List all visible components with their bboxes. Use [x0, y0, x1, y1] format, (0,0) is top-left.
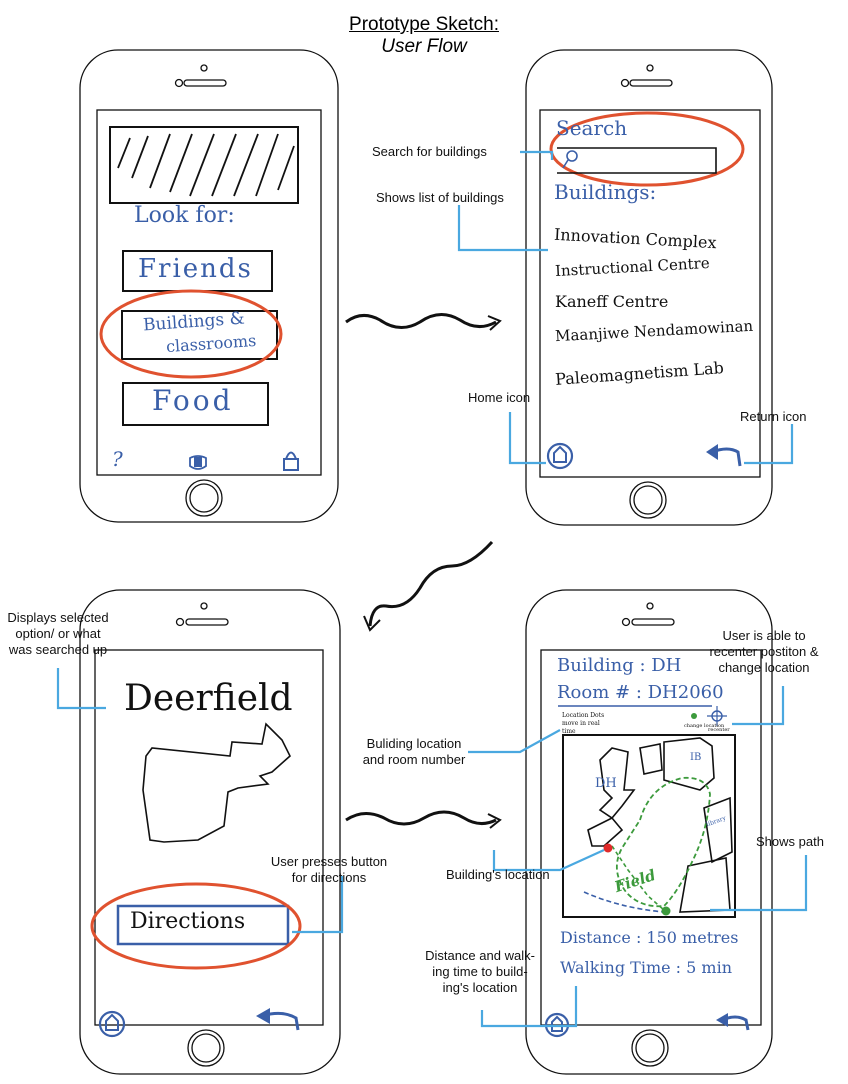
flow-arrow-1	[345, 313, 497, 329]
user-location-dot	[661, 906, 671, 916]
friends-button[interactable]: Friends	[138, 254, 253, 284]
screen-3-graphics	[90, 722, 302, 1038]
phone-3-body	[79, 589, 341, 1075]
food-button[interactable]: Food	[152, 384, 234, 417]
directions-button[interactable]: Directions	[130, 909, 246, 934]
callout-lines	[56, 150, 808, 1028]
title-line-2: User Flow	[381, 36, 467, 57]
annotation-recenter: User is able to recenter postiton & chan…	[709, 628, 819, 675]
selected-building-title: Deerfield	[124, 678, 293, 719]
building-label: Building : DH	[557, 655, 682, 676]
recenter-button[interactable]: recenter	[708, 727, 730, 733]
phone-4-home-button	[631, 1029, 669, 1067]
phone-1-body	[79, 49, 339, 523]
phone-1-screen	[96, 109, 322, 476]
flow-arrow-3	[345, 810, 497, 826]
home-icon-3	[98, 1010, 126, 1038]
annotation-displays: Displays selected option/ or what was se…	[7, 610, 109, 657]
look-for-heading: Look for:	[134, 203, 235, 228]
search-highlight	[549, 111, 745, 187]
buildings-highlight	[99, 289, 283, 379]
annotation-search: Search for buildings	[372, 144, 487, 159]
room-label: Room # : DH2060	[557, 682, 724, 703]
phone-frames	[79, 49, 773, 1075]
phone-4-screen	[540, 649, 762, 1026]
flow-arrow-2	[368, 540, 494, 627]
directions-highlight	[90, 882, 302, 970]
screen-1-graphics	[99, 126, 299, 471]
search-label: Search	[556, 116, 628, 140]
building-item[interactable]: Kaneff Centre	[555, 292, 669, 311]
annotation-distance: Distance and walk- ing time to build- in…	[425, 948, 535, 995]
annotation-list: Shows list of buildings	[376, 190, 504, 205]
flow-arrows	[345, 313, 502, 829]
buildings-heading: Buildings:	[554, 180, 657, 204]
annotation-home: Home icon	[468, 390, 531, 405]
map-frame	[562, 734, 736, 918]
distance-readout: Distance : 150 metres	[560, 928, 739, 947]
change-location-button[interactable]: change location	[684, 723, 725, 729]
food-button-outline	[122, 382, 269, 426]
building-location-dot	[603, 843, 613, 853]
screen-4-graphics	[544, 705, 750, 1038]
map-label-dh: DH	[595, 776, 617, 791]
annotation-path: Shows path	[756, 834, 824, 849]
help-icon[interactable]: ?	[112, 447, 123, 471]
deerfield-building-outline	[142, 722, 291, 843]
phone-2-screen	[539, 109, 761, 478]
annotation-return: Return icon	[740, 409, 807, 424]
buildings-button-outline	[121, 310, 278, 360]
phone-2-body	[525, 49, 773, 526]
annotation-building-location: Buliding location and room number	[362, 736, 466, 767]
annotation-buildings-location: Building's location	[446, 867, 550, 882]
phone-2-home-button	[629, 481, 667, 519]
map-label-ib: IB	[690, 752, 702, 763]
phone-3-home-button	[187, 1029, 225, 1067]
home-icon-2	[546, 442, 574, 470]
title-line-1: Prototype Sketch:	[349, 14, 499, 35]
page-title: Prototype Sketch: User Flow	[0, 14, 848, 58]
directions-button-outline	[116, 904, 290, 946]
screen-2-graphics	[546, 111, 745, 470]
walking-time-readout: Walking Time : 5 min	[560, 958, 733, 977]
annotation-presses: User presses button for directions	[270, 854, 388, 885]
phone-1-home-button	[185, 479, 223, 517]
phone-3-screen	[94, 649, 324, 1026]
field-outline	[616, 776, 711, 908]
phone-4-body	[525, 589, 773, 1075]
location-note: Location Dots move in real time	[562, 712, 605, 735]
walking-path	[583, 891, 665, 913]
